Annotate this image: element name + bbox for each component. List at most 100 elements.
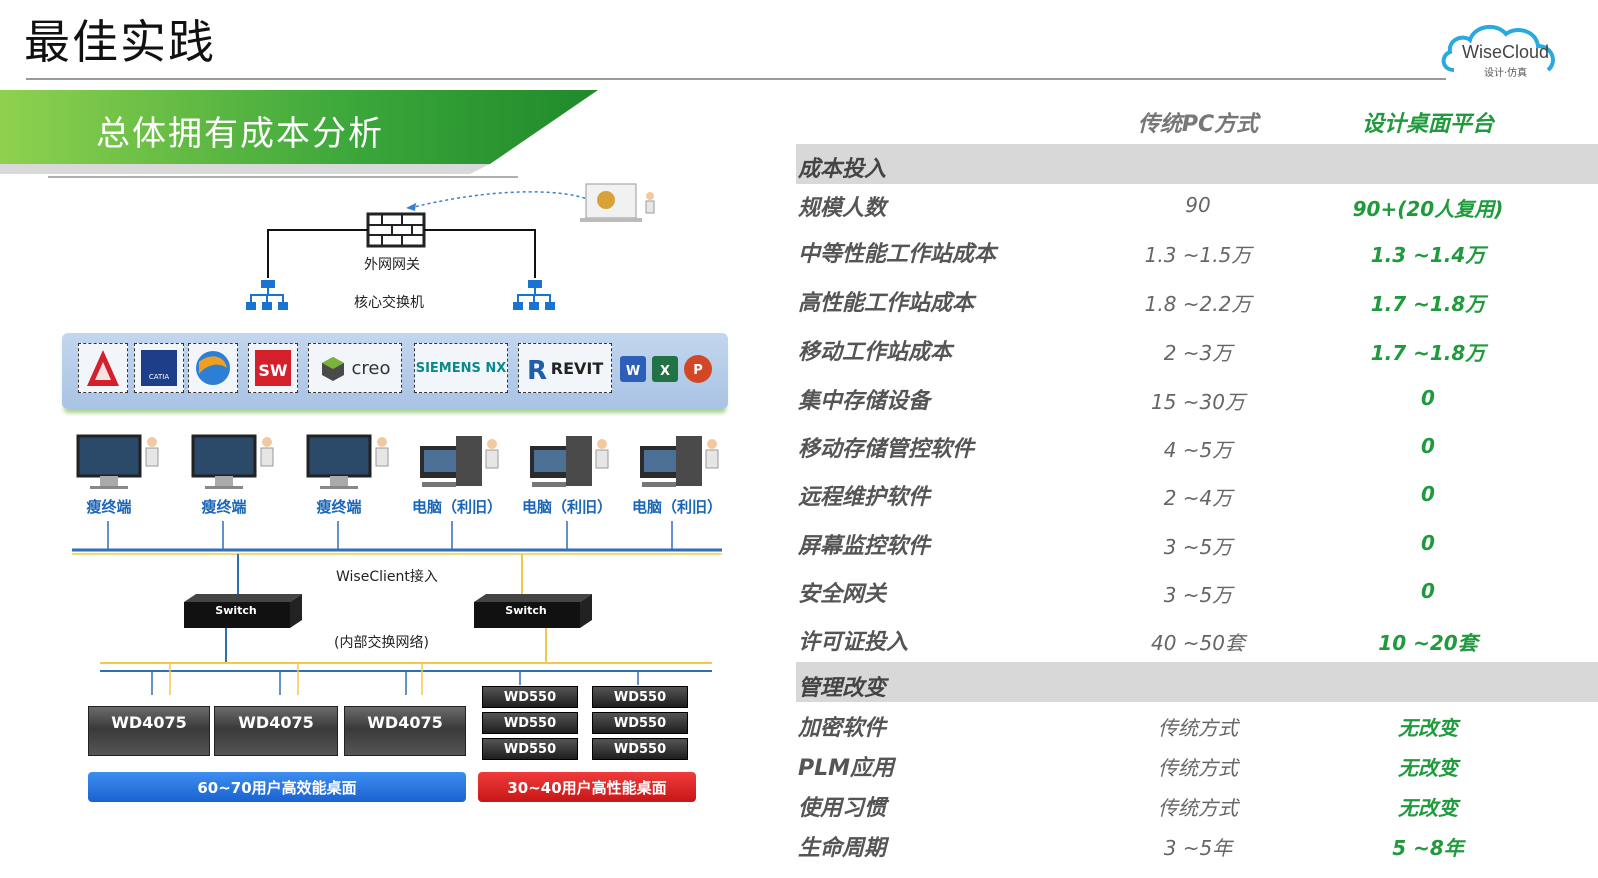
core-switch-label: 核心交换机 [354, 295, 424, 311]
row-pc-value: 2 ~3万 [1163, 341, 1233, 365]
section-label-management: 管理改变 [798, 676, 887, 701]
server-wd4075: WD4075 [344, 706, 466, 756]
svg-text:X: X [660, 364, 670, 379]
globe-icon [196, 351, 230, 385]
pc-3 [640, 436, 719, 487]
catia-app-tile: CATIA [134, 343, 184, 393]
row-desktop-value: 90+(20人复用) [1352, 197, 1504, 221]
switch-1-label: Switch [215, 604, 257, 617]
thin-client-2 [191, 434, 274, 489]
solidworks-app-tile: SW [248, 343, 298, 393]
gateway-label: 外网网关 [364, 257, 420, 273]
row-pc-value: 1.3 ~1.5万 [1144, 243, 1252, 267]
creo-app-tile: creo [308, 343, 402, 393]
revit-icon: R [527, 356, 547, 383]
row-desktop-value: 0 [1421, 434, 1435, 458]
autocad-icon [87, 350, 119, 386]
row-desktop-value: 无改变 [1398, 756, 1458, 780]
row-pc-value: 3 ~5年 [1163, 836, 1233, 860]
pc-1 [420, 436, 499, 487]
svg-text:SW: SW [258, 361, 288, 380]
network-top-diagram [246, 183, 655, 310]
row-label: 生命周期 [798, 836, 887, 861]
banner-title: 总体拥有成本分析 [96, 114, 384, 154]
row-label: 使用习惯 [798, 796, 887, 821]
server-wd550: WD550 [482, 738, 578, 760]
row-label: 移动工作站成本 [798, 340, 953, 365]
row-desktop-value: 1.3 ~1.4万 [1370, 243, 1486, 267]
row-label: 中等性能工作站成本 [798, 242, 997, 267]
section-banner [0, 90, 598, 174]
network-lines [72, 521, 722, 695]
revit-app-tile: R REVIT [518, 343, 612, 393]
autocad-app-tile [78, 343, 128, 393]
server-wd550: WD550 [482, 686, 578, 708]
creo-cube-icon [321, 357, 344, 381]
server-wd4075: WD4075 [214, 706, 338, 756]
switch-2-label: Switch [505, 604, 547, 617]
row-label: 安全网关 [798, 582, 887, 607]
row-pc-value: 15 ~30万 [1150, 390, 1245, 414]
logo-subtitle: 设计·仿真 [1484, 68, 1528, 79]
title-divider [26, 78, 1446, 80]
section-band-cost [796, 144, 1598, 184]
page-title: 最佳实践 [24, 15, 216, 69]
row-pc-value: 3 ~5万 [1163, 535, 1233, 559]
svg-text:R: R [527, 356, 547, 383]
row-desktop-value: 0 [1421, 579, 1435, 603]
row-pc-value: 4 ~5万 [1163, 438, 1233, 462]
creo-label: creo [351, 357, 391, 379]
efficiency-desktop-pill: 60~70用户高效能桌面 [88, 772, 466, 802]
row-desktop-value: 1.7 ~1.8万 [1370, 341, 1486, 365]
siemens-nx-label: SIEMENS NX [415, 360, 507, 376]
performance-desktop-pill: 30~40用户高性能桌面 [478, 772, 696, 802]
row-label: PLM应用 [798, 756, 895, 781]
switch-1-shape [184, 594, 302, 628]
row-label: 远程维护软件 [798, 485, 931, 510]
row-desktop-value: 0 [1421, 482, 1435, 506]
server-wd4075: WD4075 [88, 706, 210, 756]
row-pc-value: 传统方式 [1158, 756, 1238, 780]
office-icons: W X P [620, 355, 712, 383]
globe-app-tile [188, 343, 238, 393]
row-pc-value: 90 [1185, 193, 1211, 217]
row-desktop-value: 10 ~20套 [1378, 631, 1478, 655]
row-desktop-value: 0 [1421, 531, 1435, 555]
row-label: 加密软件 [798, 716, 887, 741]
row-pc-value: 传统方式 [1158, 716, 1238, 740]
row-pc-value: 3 ~5万 [1163, 583, 1233, 607]
terminal-label: 电脑（利旧） [411, 498, 502, 516]
svg-text:P: P [693, 363, 703, 378]
row-label: 高性能工作站成本 [798, 291, 975, 316]
terminal-label: 瘦终端 [86, 498, 132, 516]
section-band-management [796, 662, 1598, 702]
row-desktop-value: 5 ~8年 [1392, 836, 1464, 860]
row-label: 移动存储管控软件 [798, 437, 975, 462]
catia-icon: CATIA [141, 350, 177, 386]
row-label: 规模人数 [798, 196, 887, 221]
row-pc-value: 1.8 ~2.2万 [1144, 292, 1252, 316]
terminal-label: 电脑（利旧） [521, 498, 612, 516]
server-wd550: WD550 [592, 712, 688, 734]
logo-text: WiseCloud [1462, 42, 1550, 62]
section-label-cost: 成本投入 [798, 157, 887, 182]
internal-network-label: (内部交换网络) [334, 635, 429, 651]
banner-underline [48, 176, 518, 178]
svg-text:CATIA: CATIA [149, 373, 169, 381]
switch-2-shape [474, 594, 592, 628]
thin-client-1 [76, 434, 159, 489]
terminal-label: 瘦终端 [316, 498, 362, 516]
solidworks-icon: SW [255, 350, 291, 386]
row-pc-value: 40 ~50套 [1150, 631, 1245, 655]
server-wd550: WD550 [482, 712, 578, 734]
cloud-logo-icon [1441, 24, 1555, 72]
column-header-desktop: 设计桌面平台 [1361, 112, 1494, 137]
row-label: 许可证投入 [798, 630, 909, 655]
terminal-label: 瘦终端 [201, 498, 247, 516]
siemens-nx-app-tile: SIEMENS NX [414, 343, 508, 393]
revit-label: REVIT [550, 358, 604, 378]
row-desktop-value: 0 [1421, 386, 1435, 410]
column-header-pc: 传统PC方式 [1137, 112, 1259, 137]
row-pc-value: 2 ~4万 [1163, 486, 1233, 510]
access-label: WiseClient接入 [336, 569, 438, 585]
